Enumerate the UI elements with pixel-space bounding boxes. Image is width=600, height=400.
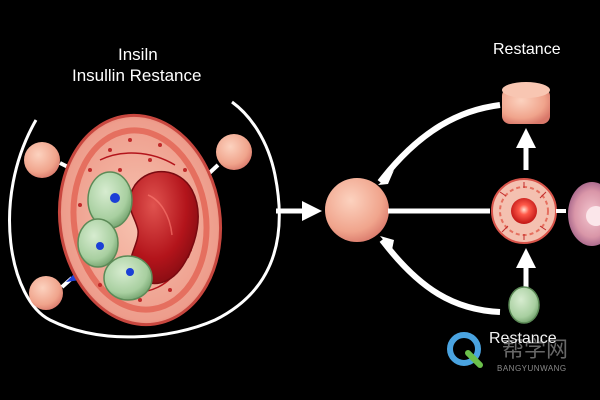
cell-nucleus	[128, 170, 199, 285]
green-egg-node	[508, 286, 540, 324]
target-cell	[491, 178, 557, 244]
center-node	[325, 178, 389, 242]
purple-cell	[568, 182, 600, 246]
outer-bracket-curve	[8, 100, 281, 339]
label-right-bottom: Restance	[489, 330, 557, 347]
cylinder-node	[502, 82, 550, 124]
title-line-2: Insullin Restance	[72, 66, 202, 85]
insulin-molecule-right	[202, 134, 252, 180]
title-line-1: Insiln	[118, 45, 158, 64]
insulin-molecule-bottom	[29, 272, 80, 310]
watermark-logo: 帮学网	[447, 332, 568, 368]
vesicle-middle	[77, 218, 119, 268]
curve-down	[379, 238, 501, 315]
watermark-text: 帮学网	[502, 338, 568, 363]
watermark-subtext: BANGYUNWANG	[497, 364, 567, 373]
curve-up	[377, 102, 501, 184]
vesicle-top	[87, 171, 133, 229]
label-right-top: Restance	[493, 41, 561, 58]
cell-illustration	[57, 113, 223, 327]
vesicle-bottom	[103, 255, 153, 301]
